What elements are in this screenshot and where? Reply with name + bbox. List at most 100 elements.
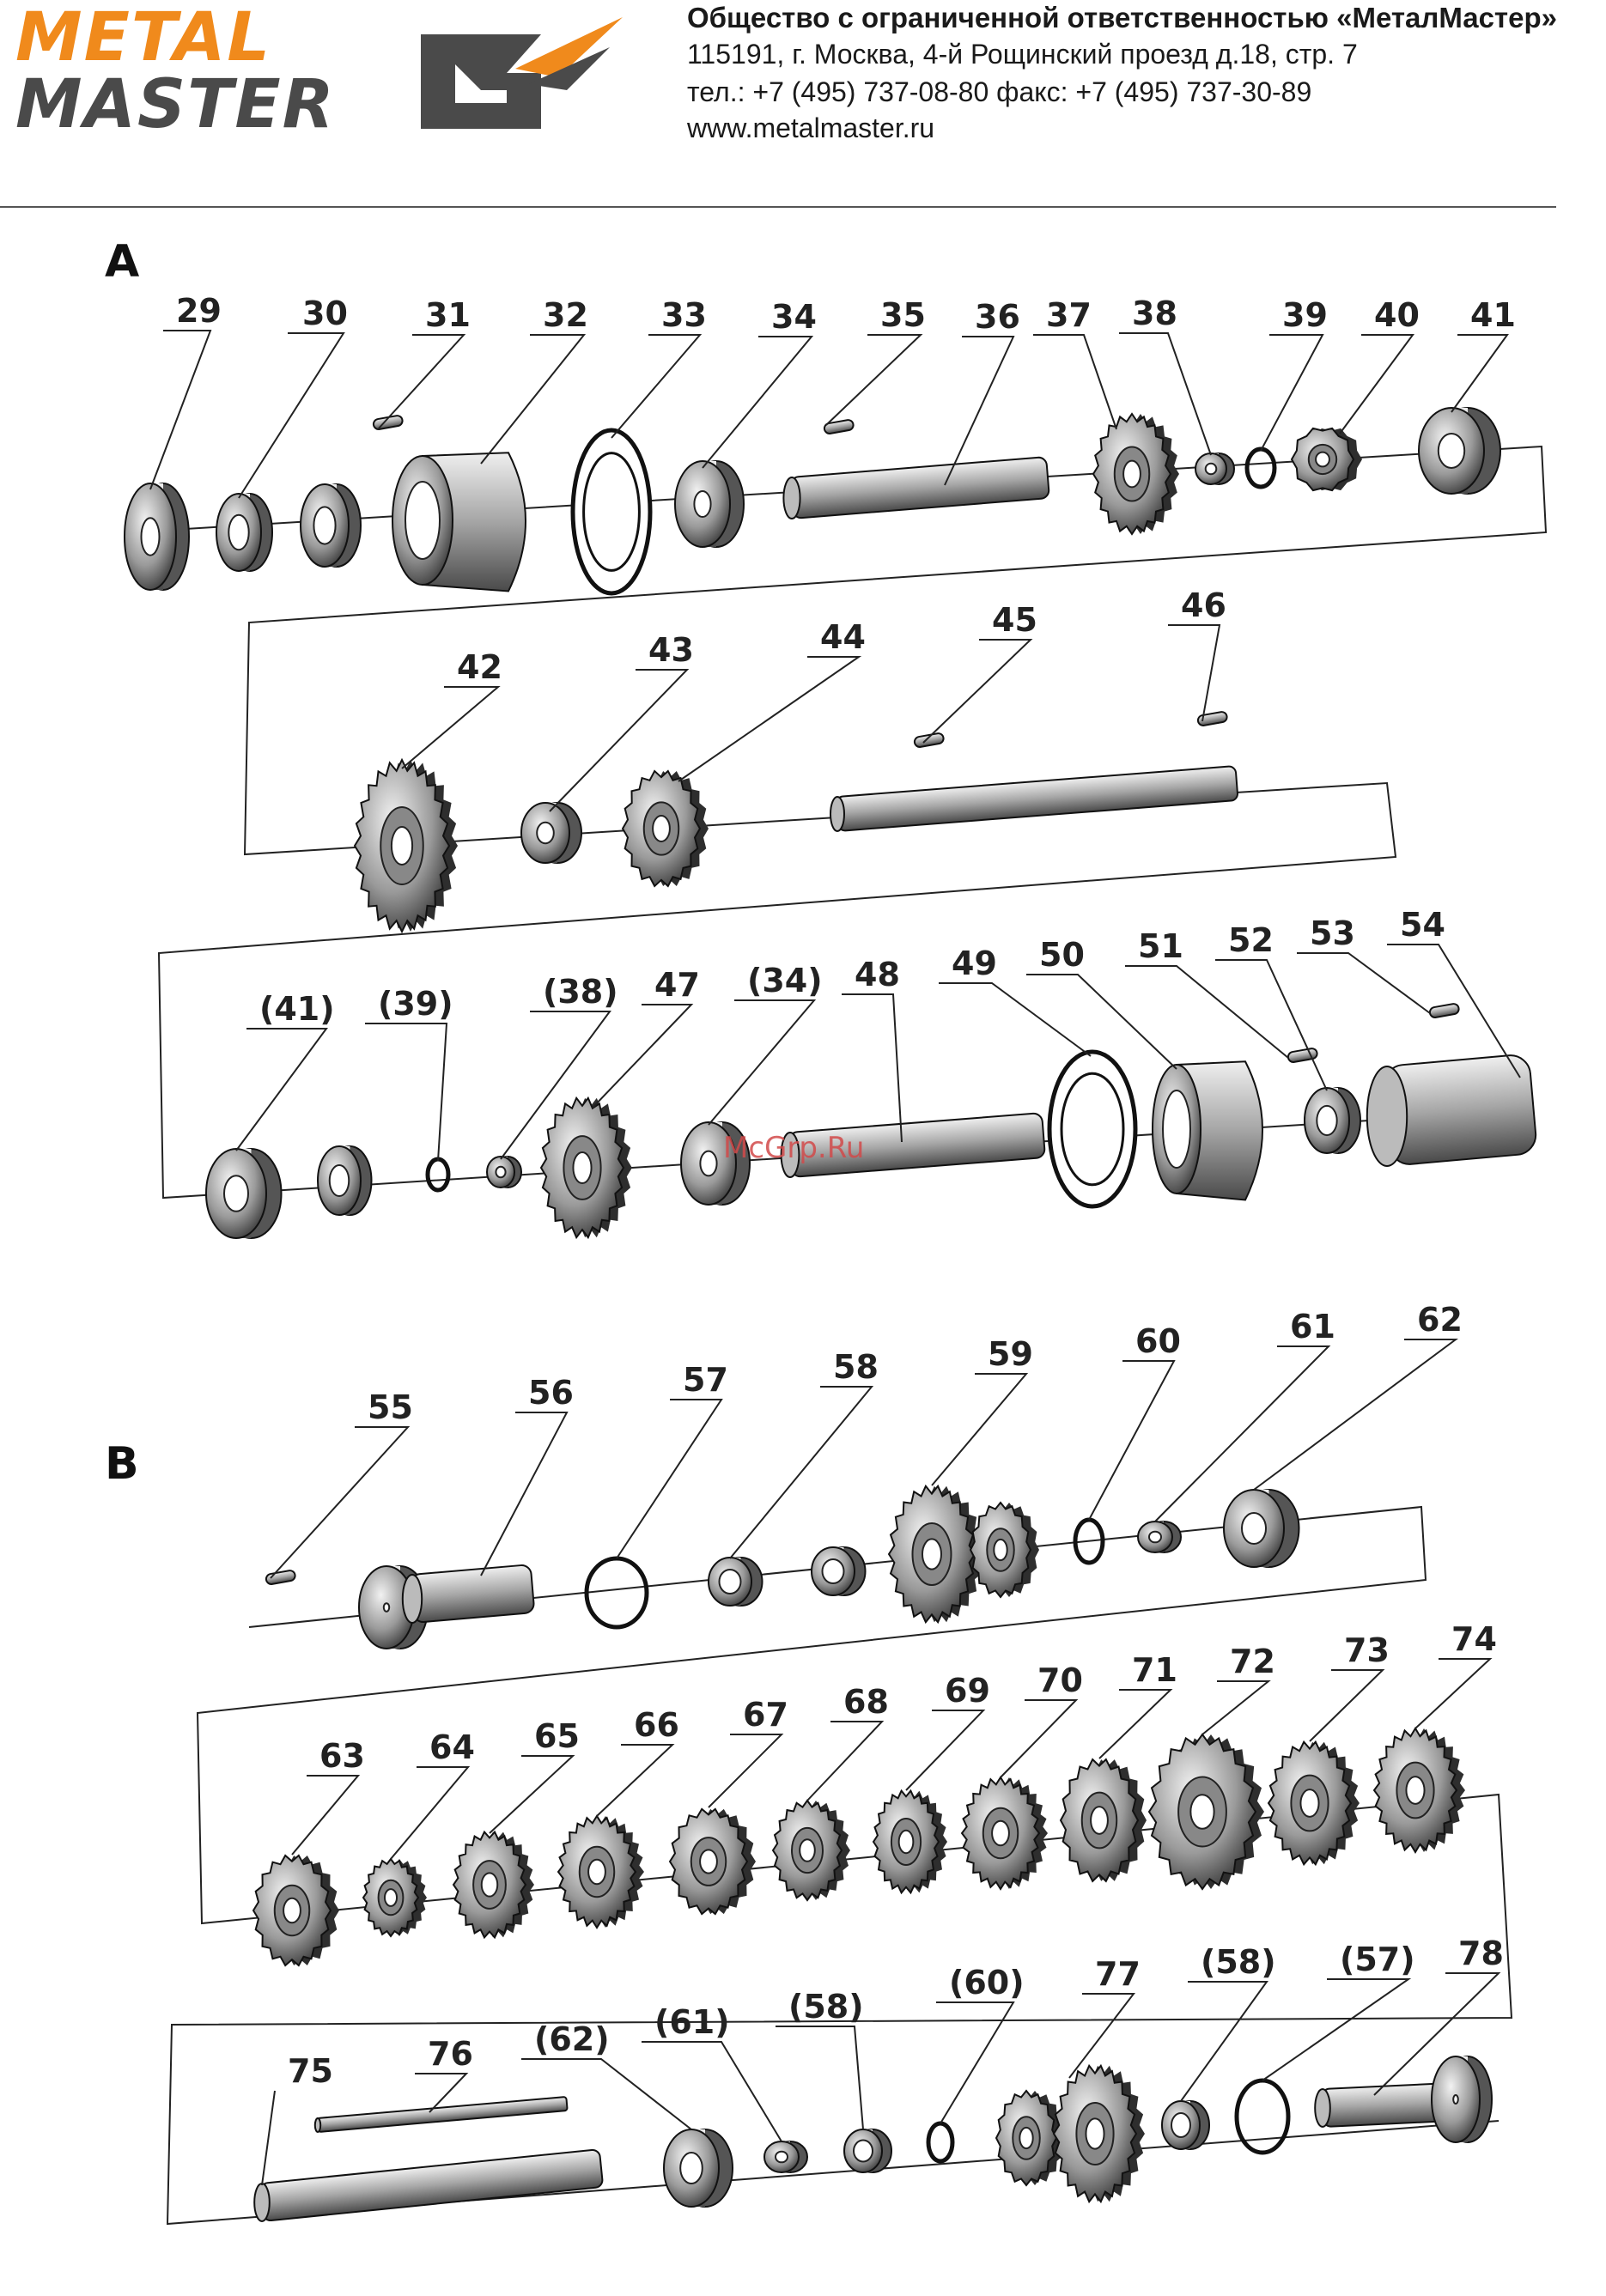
leader-line [1088,1360,1176,1521]
part-41-bearing [1418,407,1501,495]
part-46-key [1196,711,1228,726]
part-label-55: 55 [368,1388,413,1426]
part-label-65: 65 [534,1717,580,1755]
leader-line [377,334,466,430]
leader-line [1253,1339,1459,1491]
part-label-71: 71 [1132,1651,1177,1689]
company-address: 115191, г. Москва, 4-й Рощинский проезд … [687,39,1358,70]
part-31-bearing [300,483,362,568]
part-64-gear [362,1857,427,1938]
part-label-72: 72 [1230,1643,1275,1680]
leader-line [708,999,817,1126]
part-label-47: 47 [654,966,700,1004]
part-59-gear [887,1484,983,1625]
leader-line [1168,624,1221,722]
part-label-44: 44 [820,618,866,656]
leader-line [596,1744,675,1817]
part-52-seal [1304,1087,1361,1154]
company-website[interactable]: www.metalmaster.ru [687,112,935,143]
leader-line [261,2090,276,2186]
part-label-61-ref: (61) [654,2003,730,2041]
leader-line [905,1710,986,1791]
part-label-70: 70 [1037,1661,1083,1699]
part-label-58-ref: (58) [788,1988,864,2026]
parts-layer [124,407,1537,2222]
leader-line [936,2001,1015,2124]
leader-line [939,982,1092,1057]
part-58-bushing-ref [843,2129,892,2173]
leader-line [401,686,501,769]
leader-line [1119,332,1212,456]
leader-line [1387,944,1521,1078]
part-59-gear-small [969,1501,1039,1599]
part-57-oring [584,1556,649,1630]
leader-line [1215,959,1328,1091]
part-42-gear [353,757,458,934]
part-label-76: 76 [428,2035,473,2073]
part-label-61: 61 [1290,1308,1335,1345]
part-label-54: 54 [1400,906,1445,944]
part-label-57-ref: (57) [1340,1941,1415,1978]
part-63-gear [252,1854,339,1967]
leader-line [592,1004,694,1109]
part-label-58: 58 [833,1348,879,1386]
leader-line [1339,334,1414,434]
part-68-gear [771,1799,850,1902]
section-a-label: A [105,236,139,288]
leader-line [611,334,703,439]
part-54-sleeve [1366,1054,1537,1167]
part-label-64: 64 [429,1728,475,1766]
leader-line [1414,1658,1493,1729]
leader-line [944,336,1015,486]
part-label-41: 41 [1470,296,1516,334]
leader-line [521,2058,692,2130]
leader-line [616,1399,723,1559]
part-label-56: 56 [528,1374,574,1412]
part-43-spacer [520,802,582,864]
part-39-circlip-ref [425,1157,451,1193]
part-label-30: 30 [302,295,348,332]
part-label-31: 31 [425,296,471,334]
part-label-42: 42 [457,648,502,686]
part-34-bearing [674,460,745,548]
part-label-52: 52 [1228,921,1274,959]
part-49-gasket [1047,1049,1138,1209]
part-label-60: 60 [1135,1322,1181,1360]
leader-line [549,669,690,812]
part-label-40: 40 [1374,296,1420,334]
part-label-69: 69 [945,1672,990,1710]
company-name: Общество с ограниченной ответственностью… [687,2,1557,33]
leader-line [149,330,212,490]
part-61-spacer-ref [763,2141,808,2173]
part-label-43: 43 [648,631,694,669]
part-label-59: 59 [988,1335,1033,1373]
leader-line [729,1386,874,1559]
leader-line [480,334,587,465]
part-label-57: 57 [683,1361,728,1399]
leader-lines [149,330,1521,2186]
part-label-46: 46 [1181,586,1226,624]
part-40-clutch-ref [317,1145,373,1216]
part-label-45: 45 [992,601,1037,639]
section-b-label: B [105,1438,139,1490]
part-50-flange-housing [1152,1060,1263,1201]
part-75-shaft [253,2148,604,2222]
leader-line [480,1412,569,1576]
part-label-66: 66 [634,1706,679,1744]
leader-line [1309,1669,1385,1742]
part-label-39: 39 [1282,296,1328,334]
part-label-50: 50 [1039,936,1085,974]
part-label-60-ref: (60) [949,1964,1025,2001]
part-39-circlip [1244,446,1277,489]
part-33-gasket [570,428,653,596]
part-38-spacer-ref [486,1156,522,1188]
part-69-gear [872,1789,947,1895]
leader-line [642,2041,782,2142]
part-label-58-ref2: (58) [1201,1943,1276,1981]
part-62-bearing-ref [663,2129,733,2208]
leader-line [500,1011,611,1160]
part-label-68: 68 [843,1683,889,1721]
part-67-gear [668,1807,756,1916]
leader-line [415,2073,469,2113]
part-label-38-ref: (38) [543,973,618,1011]
